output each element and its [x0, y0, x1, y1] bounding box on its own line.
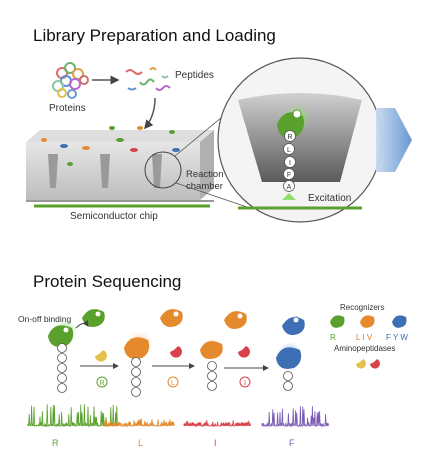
section-title-library: Library Preparation and Loading	[33, 26, 276, 45]
trace-label-r: R	[52, 438, 59, 448]
residue-r: R	[287, 134, 292, 141]
proteins-cluster-icon	[52, 62, 89, 99]
dye-star-icon	[292, 109, 302, 119]
sequencing-step-3	[200, 311, 247, 391]
cleaved-residue-i: I	[244, 380, 246, 387]
signal-trace-f	[261, 405, 329, 428]
recognizer-letters-blue: F Y W	[386, 333, 408, 342]
signal-trace-i	[183, 420, 251, 428]
cleaved-residue-l: L	[171, 380, 175, 387]
binding-label: On-off binding	[18, 314, 72, 324]
callout-line-bottom	[175, 182, 251, 209]
residue-i: I	[289, 160, 291, 167]
reaction-chamber-label-line2: chamber	[186, 181, 223, 192]
sequencing-step-2	[124, 309, 183, 397]
reaction-chamber	[238, 93, 362, 182]
peptides-label: Peptides	[175, 70, 214, 81]
proteins-label: Proteins	[49, 103, 86, 114]
aminopeptidase-step-1: R	[80, 350, 119, 388]
legend-aminopeptidase-red	[370, 359, 380, 369]
section-title-sequencing: Protein Sequencing	[33, 272, 182, 291]
signal-trace-r	[27, 404, 118, 428]
aminopeptidase-step-2: L	[152, 346, 195, 388]
recognizer-green	[277, 112, 304, 139]
reaction-chamber-label-line1: Reaction	[186, 169, 224, 180]
signal-traces	[27, 404, 329, 428]
trace-label-f: F	[289, 438, 295, 448]
trace-label-i: I	[214, 438, 217, 448]
big-forward-arrow	[376, 108, 412, 172]
chip-particles	[41, 126, 180, 166]
trace-label-l: L	[138, 438, 143, 448]
loading-arrow	[144, 97, 156, 130]
excitation-arrow-icon	[282, 193, 296, 200]
sequencing-step-1	[48, 309, 105, 393]
legend-aminopeptidase-yellow	[356, 359, 366, 369]
peptides-icon	[125, 67, 171, 91]
recognizer-letters-green: R	[330, 333, 336, 342]
sequencing-step-4	[276, 316, 305, 391]
excitation-label: Excitation	[308, 193, 351, 204]
signal-trace-l	[103, 418, 175, 428]
legend-recognizer-orange	[360, 315, 375, 328]
residue-a: A	[287, 184, 292, 191]
recognizers-label: Recognizers	[340, 303, 384, 312]
recognizer-letters-orange: L I V	[356, 333, 373, 342]
legend-recognizer-blue	[392, 315, 407, 328]
residue-f: F	[287, 172, 291, 179]
aminopeptidase-step-3: I	[224, 346, 269, 388]
peptide-chain: R L I F A	[283, 130, 296, 192]
cleaved-residue-r: R	[99, 380, 104, 387]
aminopeptidases-label: Aminopeptidases	[334, 344, 395, 353]
semiconductor-chip	[26, 130, 214, 202]
residue-l: L	[287, 147, 291, 154]
callout-circle-small	[144, 151, 182, 189]
legend-recognizer-green	[330, 315, 345, 328]
chip-label: Semiconductor chip	[70, 211, 158, 222]
